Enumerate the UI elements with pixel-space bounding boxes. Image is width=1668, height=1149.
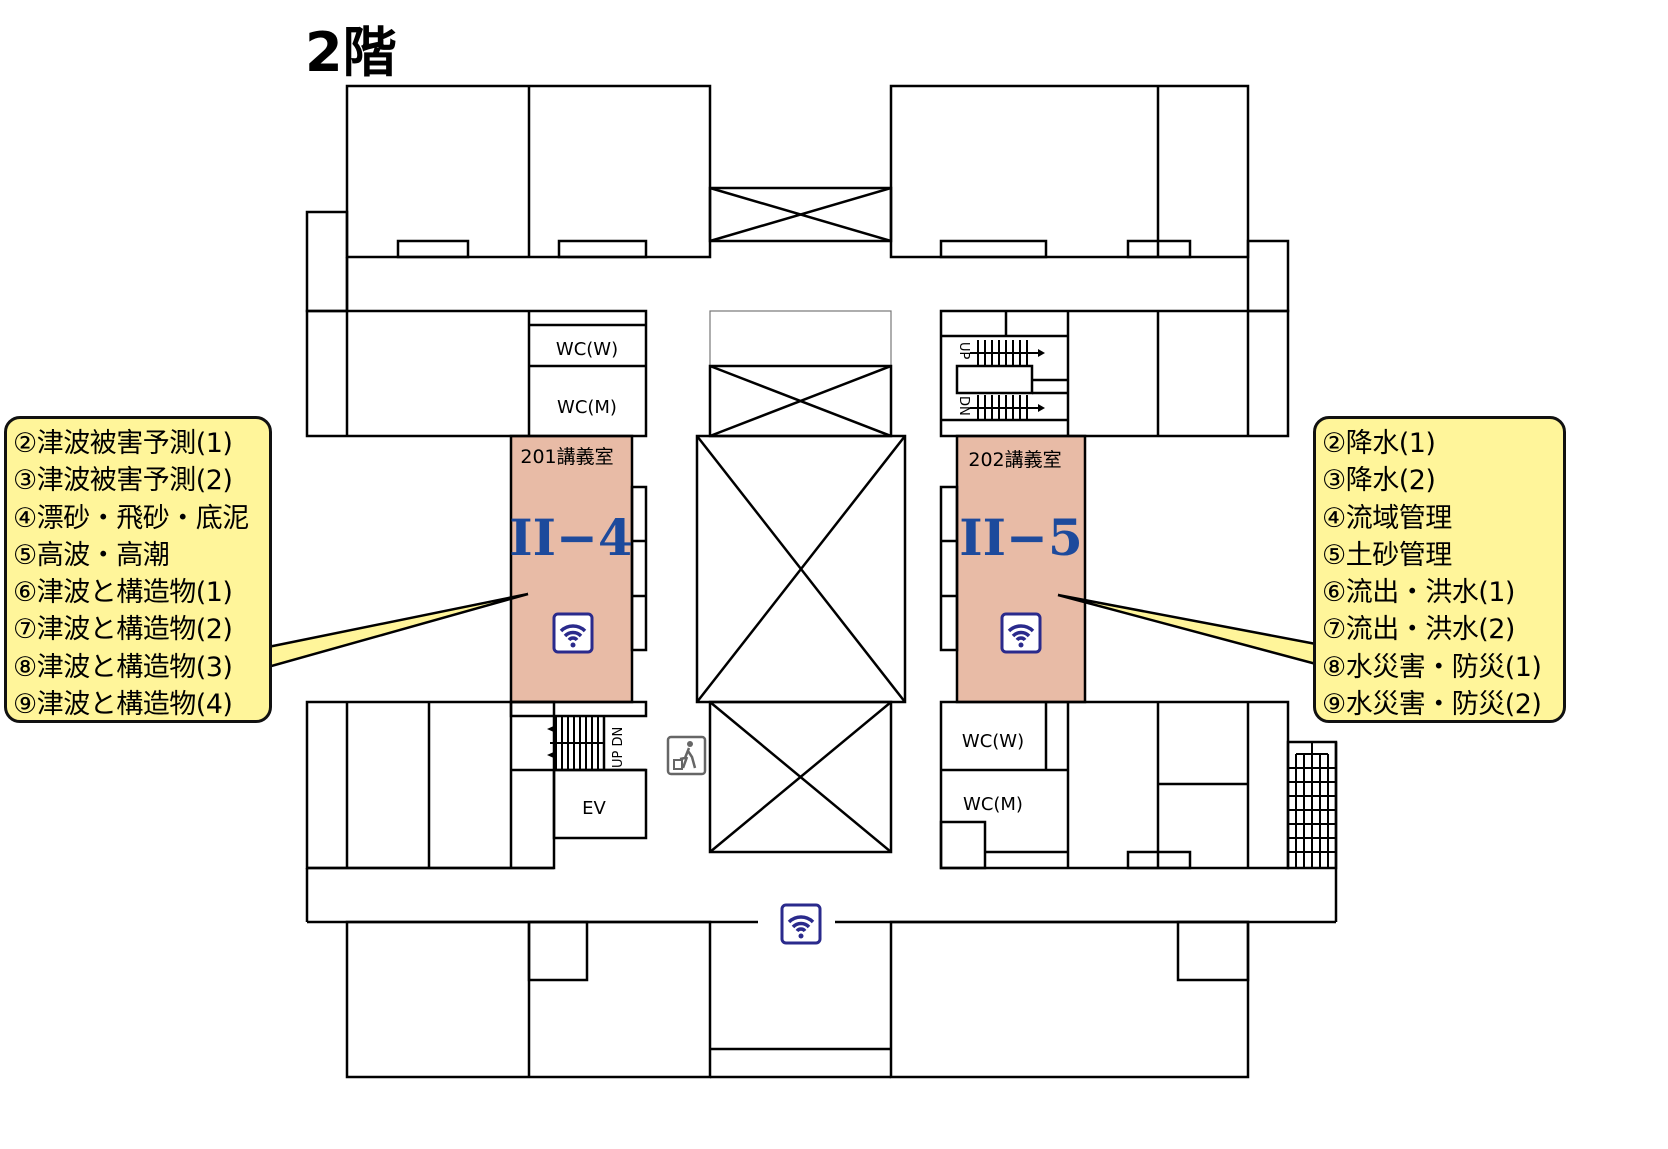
callout-left: ②津波被害予測(1) ③津波被害予測(2) ④漂砂・飛砂・底泥 ⑤高波・高潮 ⑥… (4, 416, 272, 723)
callout-item: ⑦流出・洪水(2) (1322, 614, 1515, 646)
callout-item: ⑨水災害・防災(2) (1322, 689, 1542, 721)
stair-up-label: UP (956, 342, 971, 360)
callout-item: ⑤高波・高潮 (13, 539, 170, 571)
callout-item: ⑧津波と構造物(3) (13, 651, 233, 683)
callout-item: ⑥津波と構造物(1) (13, 577, 233, 609)
callout-right: ②降水(1) ③降水(2) ④流域管理 ⑤土砂管理 ⑥流出・洪水(1) ⑦流出・… (1313, 416, 1566, 723)
callout-item: ④流域管理 (1322, 502, 1452, 534)
wifi-icon (780, 903, 822, 945)
callout-left-pointer (266, 592, 529, 669)
wc-w-label: WC(W) (556, 339, 618, 360)
callout-item: ②津波被害予測(1) (13, 428, 233, 459)
callout-right-pointer (1057, 593, 1318, 666)
elevator-label: EV (582, 798, 606, 819)
callout-item: ⑨津波と構造物(4) (13, 689, 233, 721)
callout-item: ③降水(2) (1322, 465, 1436, 497)
wc-m-label: WC(M) (557, 397, 617, 418)
wifi-icon (552, 612, 594, 654)
room-201-name: 201講義室 (520, 446, 613, 468)
callout-item: ⑧水災害・防災(1) (1322, 651, 1542, 683)
room-201[interactable] (509, 434, 634, 704)
stair-updn-label: UP DN (611, 727, 626, 768)
room-201-code: II−4 (509, 508, 632, 567)
room-202[interactable] (955, 434, 1087, 704)
wifi-icon (1000, 612, 1042, 654)
stair-dn-label: DN (956, 396, 971, 416)
wc-w-label: WC(W) (962, 731, 1024, 752)
floor-title: 2階 (305, 21, 397, 84)
room-202-code: II−5 (959, 508, 1082, 567)
walls (305, 84, 1338, 1079)
callout-item: ④漂砂・飛砂・底泥 (13, 502, 249, 534)
callout-item: ⑥流出・洪水(1) (1322, 577, 1515, 609)
callout-item: ③津波被害予測(2) (13, 465, 233, 497)
trash-icon (666, 735, 707, 776)
room-202-name: 202講義室 (968, 449, 1061, 471)
callout-item: ⑦津波と構造物(2) (13, 614, 233, 646)
wc-m-label: WC(M) (963, 794, 1023, 815)
callout-item: ⑤土砂管理 (1322, 539, 1452, 571)
callout-item: ②降水(1) (1322, 428, 1436, 459)
